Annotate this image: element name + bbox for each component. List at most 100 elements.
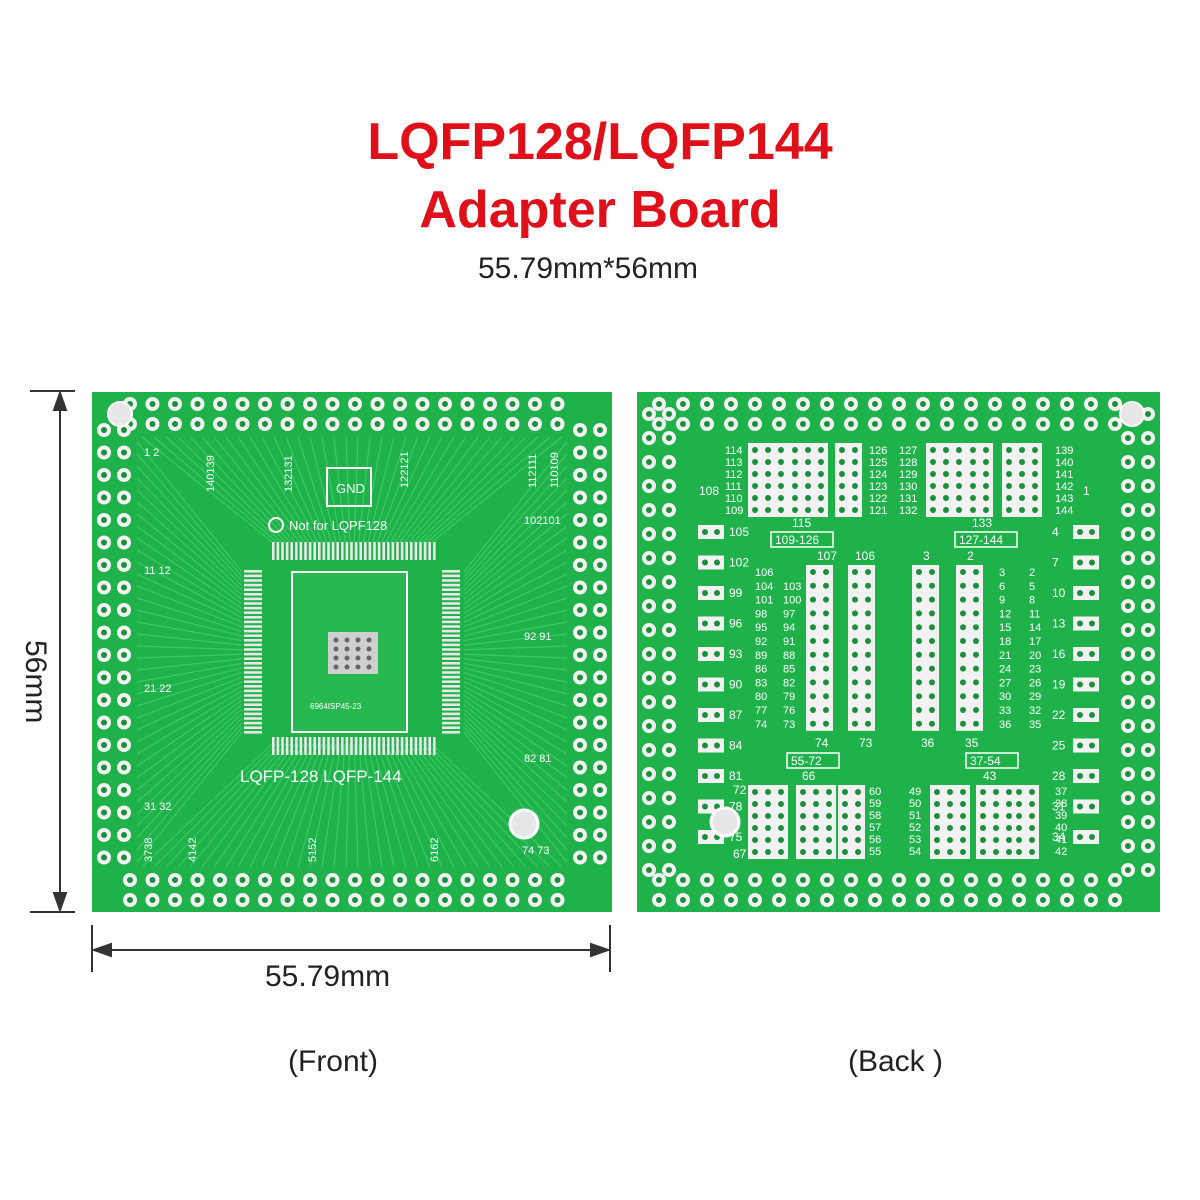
pad-drill: [826, 813, 832, 819]
qfp-pad: [244, 648, 262, 651]
qfp-pad: [442, 606, 460, 610]
pad-drill: [728, 897, 734, 903]
pad-drill: [852, 569, 858, 575]
pad-drill: [1125, 843, 1131, 849]
pad-drill: [810, 624, 816, 631]
pad-drill: [1064, 401, 1070, 407]
pad-drill: [597, 539, 603, 546]
pin-label: 110109: [549, 452, 561, 488]
pad-drill: [597, 494, 603, 501]
pad-drill: [666, 483, 672, 489]
pad-drill: [947, 801, 953, 807]
pin-label: 92 91: [524, 631, 552, 643]
top-mid-label: 125: [869, 457, 887, 469]
pad-drill: [597, 652, 603, 658]
pad-drill: [973, 665, 979, 672]
top-left-label: 109: [725, 505, 743, 517]
pad-drill: [646, 627, 652, 633]
pad-drill: [970, 507, 976, 513]
thermal-via: [344, 646, 350, 652]
thermal-via: [344, 637, 350, 643]
bottom-right-label: 40: [1055, 822, 1067, 834]
pad-drill: [704, 401, 710, 407]
pad-drill: [865, 707, 871, 713]
pad-drill: [813, 801, 819, 807]
pad-drill: [800, 849, 806, 855]
pad-drill: [121, 629, 127, 636]
inner-pin-label: 8: [1029, 595, 1035, 607]
pad-drill: [646, 555, 652, 561]
inner-pin-label: 6: [999, 581, 1005, 593]
pad-drill: [714, 559, 720, 566]
pad-drill: [680, 401, 686, 407]
pad-drill: [597, 697, 603, 703]
pad-drill: [656, 877, 662, 883]
pad-drill: [1029, 813, 1035, 819]
pad-drill: [916, 651, 922, 658]
pad-drill: [172, 421, 178, 427]
pad-drill: [704, 877, 710, 883]
pad-drill: [714, 742, 720, 749]
pad-drill: [121, 584, 127, 591]
pad-drill: [929, 569, 935, 575]
pad-drill: [810, 693, 816, 700]
pad-drill: [930, 471, 936, 477]
inner-pin-label: 82: [783, 677, 795, 689]
pad-drill: [577, 517, 583, 523]
pad-drill: [442, 421, 448, 427]
pad-drill: [597, 787, 603, 793]
pad-drill: [943, 447, 949, 453]
pad-drill: [509, 401, 516, 407]
qfp-pad: [442, 721, 460, 725]
qfp-pad: [442, 629, 460, 633]
pad-drill: [973, 569, 979, 575]
pad-drill: [646, 603, 652, 609]
qfp-pad: [244, 593, 262, 596]
pad-drill: [916, 665, 922, 672]
top-right-label: 143: [1055, 493, 1073, 505]
pad-drill: [852, 638, 858, 644]
pad-drill: [1016, 825, 1022, 831]
pad-drill: [1040, 421, 1046, 427]
bottom-mid-label: 50: [909, 798, 921, 810]
pad-drill: [813, 813, 819, 819]
pad-drill: [577, 809, 583, 816]
inner-pin-label: 33: [999, 705, 1011, 717]
pad-drill: [646, 699, 652, 705]
qfp-pad: [442, 634, 460, 637]
qfp-pad: [244, 708, 262, 711]
top-right-label: 141: [1055, 469, 1073, 481]
pad-drill: [101, 539, 107, 546]
pad-drill: [1125, 771, 1131, 777]
pad-drill: [532, 401, 538, 407]
pin-label: 6162: [429, 838, 441, 862]
pad-drill: [823, 638, 829, 644]
qfp-pad: [244, 634, 262, 637]
pad-drill: [872, 421, 878, 427]
gnd-label: GND: [336, 481, 365, 496]
pad-drill: [646, 651, 652, 657]
pad-drill: [813, 849, 819, 855]
pad-drill: [194, 401, 201, 407]
pad-drill: [934, 837, 940, 843]
pad-drill: [1006, 849, 1012, 855]
pad-drill: [842, 789, 848, 795]
thermal-via: [366, 637, 372, 643]
pad-drill: [101, 832, 107, 838]
pad-drill: [646, 819, 652, 825]
pad-drill: [597, 832, 603, 838]
pad-drill: [307, 877, 313, 883]
pad-drill: [943, 471, 949, 477]
pad-drill: [765, 813, 771, 819]
title-line-1: LQFP128/LQFP144: [367, 113, 833, 171]
pad-drill: [973, 610, 979, 617]
qfp-pad: [382, 542, 385, 560]
pad-drill: [714, 620, 720, 627]
pin-label: 74 73: [522, 845, 550, 857]
pad-drill: [943, 495, 949, 501]
bottom-right-label: 39: [1055, 810, 1067, 822]
pad-drill: [826, 825, 832, 831]
pad-drill: [765, 459, 771, 465]
pad-drill: [419, 401, 426, 407]
qfp-pad: [442, 708, 460, 711]
